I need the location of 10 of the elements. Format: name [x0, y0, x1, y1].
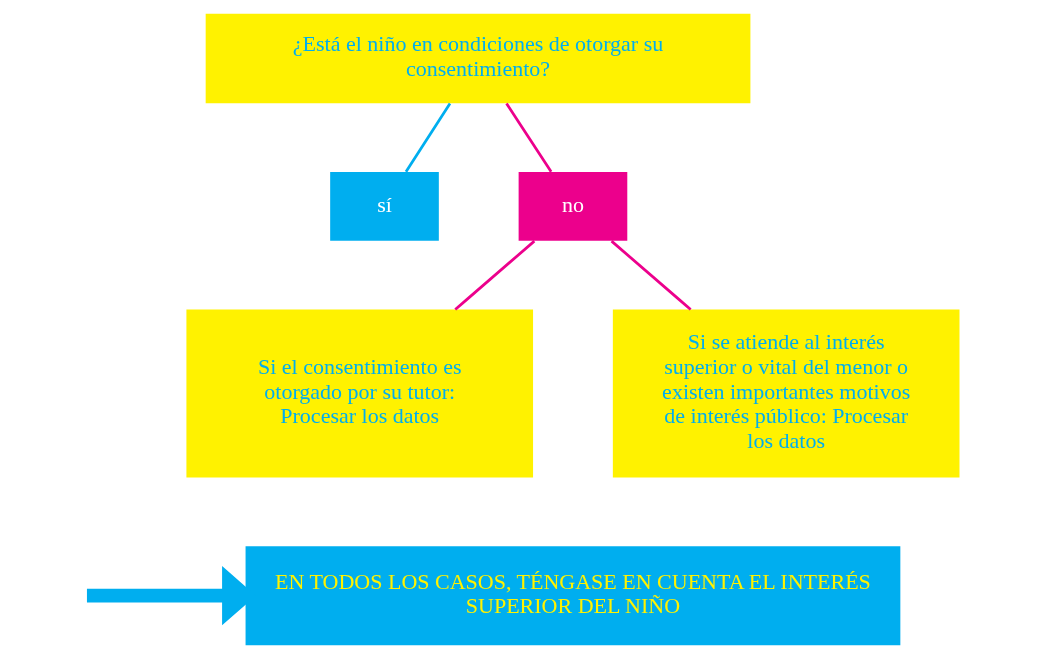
node-box: no: [518, 172, 627, 241]
connector: [453, 240, 535, 311]
connector: [404, 102, 451, 173]
connector: [610, 240, 692, 311]
node-box: Si el consentimiento es otorgado por su tutor: Procesar los datos: [185, 309, 533, 478]
node-box: ¿Está el niño en condiciones de otorgar su consentimiento?: [205, 13, 750, 104]
node-box: sí: [329, 172, 439, 241]
node-box: EN TODOS LOS CASOS, TÉNGASE EN CUENTA EL INTERÉS SUPERIOR DEL NIÑO: [245, 546, 900, 646]
node-box: Si se atiende al interés superior o vital del menor o existen importantes motivos de interés público: Procesar los datos: [612, 309, 959, 478]
connector: [504, 102, 552, 173]
